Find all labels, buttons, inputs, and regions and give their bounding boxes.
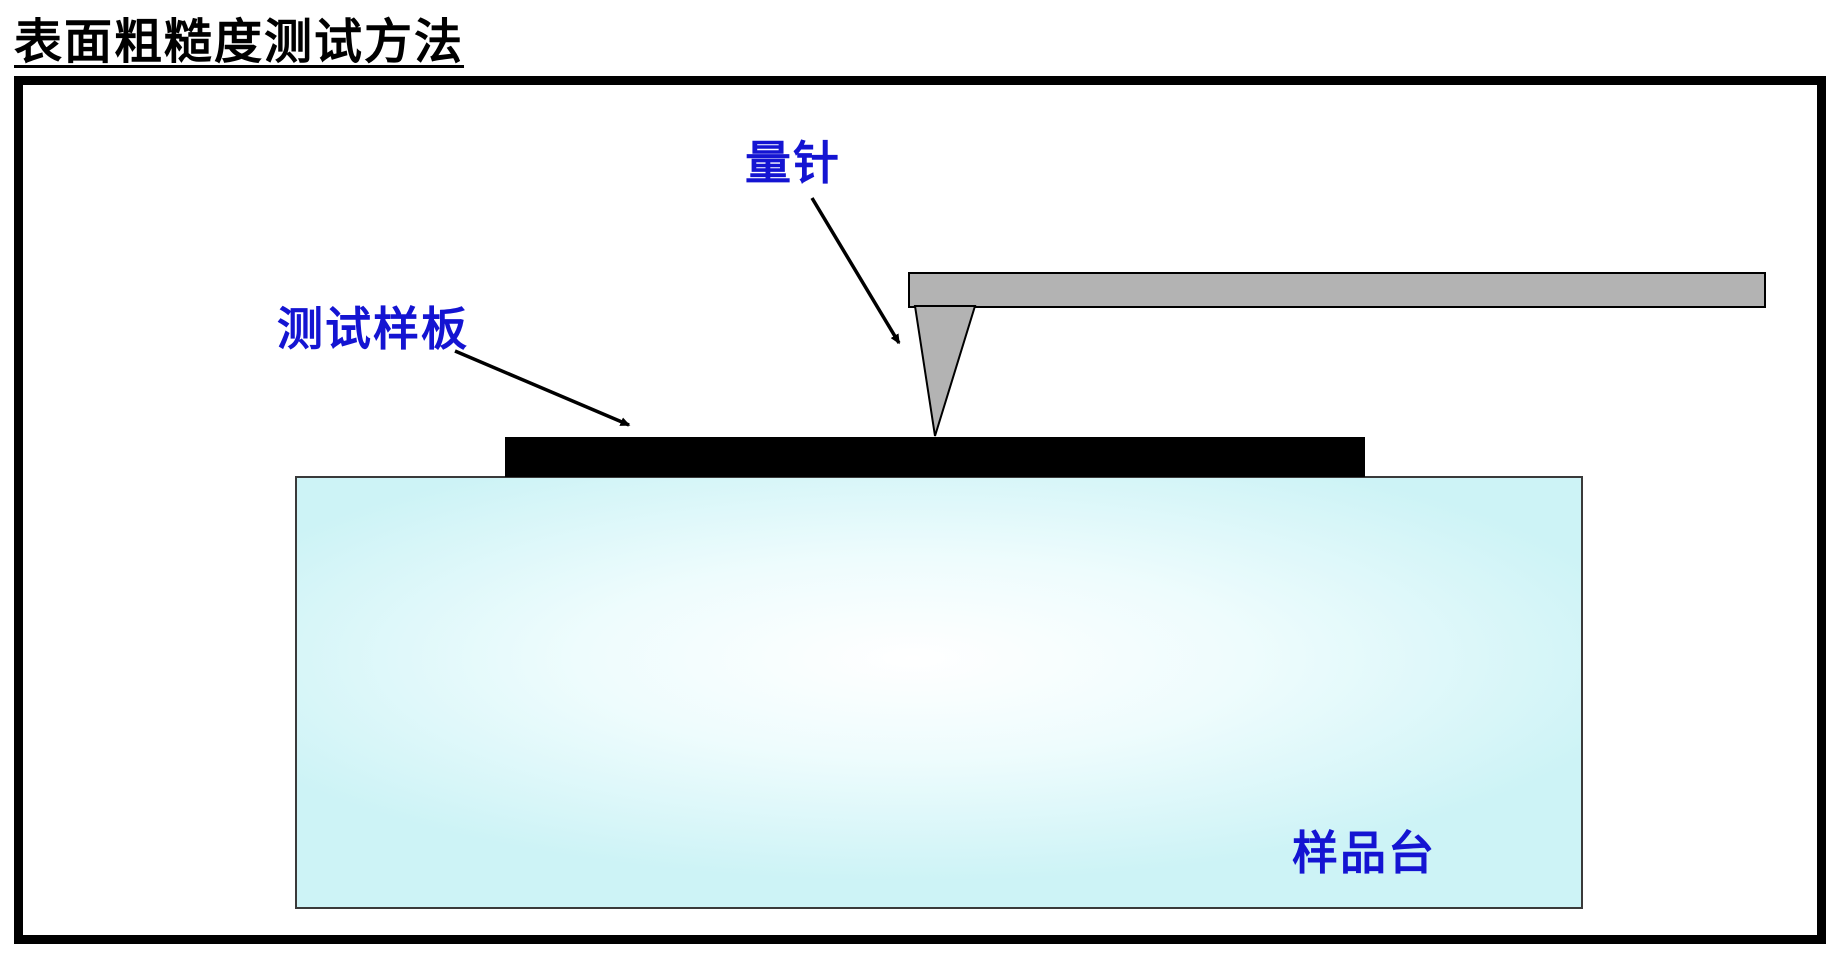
diagram-canvas: 量针 测试样板 样品台 [23, 85, 1817, 935]
stylus-label: 量针 [745, 138, 841, 189]
stylus-arm-bar [908, 272, 1766, 308]
stylus-needle [913, 305, 977, 437]
sample-stage-block [295, 476, 1583, 909]
test-sample-bar [505, 437, 1365, 477]
sample-stage-label: 样品台 [1292, 828, 1436, 879]
test-sample-label: 测试样板 [277, 304, 469, 355]
page-title: 表面粗糙度测试方法 [14, 16, 465, 69]
test-sample-arrow [454, 349, 631, 427]
diagram-frame: 量针 测试样板 样品台 [14, 76, 1826, 944]
stylus-arrow [810, 197, 901, 345]
